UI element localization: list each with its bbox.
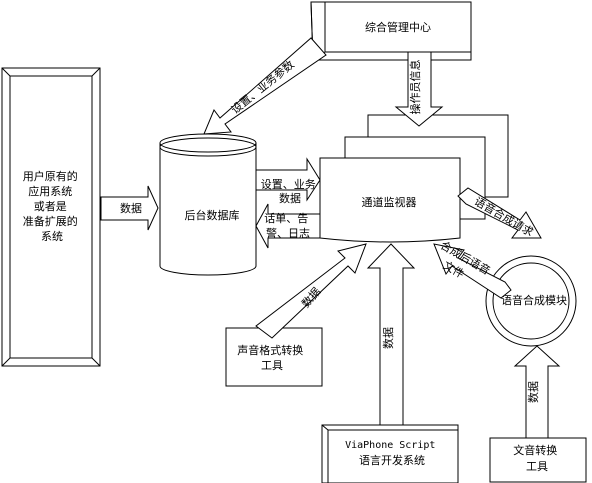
- management-center-box: 综合管理中心: [310, 1, 472, 61]
- arrow-viaphone-to-monitor: 数据: [366, 243, 416, 426]
- channel-monitor-label: 通道监视器: [362, 195, 417, 209]
- arrow-monitor-to-db-line-2: 警、日志: [266, 226, 310, 240]
- user-system-line-5: 系统: [41, 230, 63, 243]
- speech-synthesis-label: 语音合成模块: [501, 293, 567, 307]
- user-system-line-1: 用户原有的: [23, 169, 78, 183]
- arrow-user-to-db: 数据: [100, 185, 159, 231]
- user-system-label: 用户原有的 应用系统 或者是 准备扩展的 系统: [23, 169, 82, 243]
- text-speech-tool-label: 文音转换 工具: [513, 443, 561, 473]
- arrow-mgmt-to-db: 设置、业务参数: [203, 37, 327, 135]
- text-speech-tool-line-2: 工具: [526, 460, 548, 473]
- channel-monitor-stack: 通道监视器: [319, 114, 509, 243]
- speech-synthesis-ring: 语音合成模块: [485, 255, 577, 347]
- sound-format-tool-line-2: 工具: [261, 359, 283, 372]
- sound-format-tool-box: 声音格式转换 工具: [225, 327, 323, 387]
- arrow-monitor-to-db-line-1: 话单、告: [264, 212, 308, 225]
- sound-format-tool-line-1: 声音格式转换: [237, 343, 303, 357]
- user-system-line-2: 应用系统: [28, 184, 72, 198]
- backend-database-label: 后台数据库: [185, 208, 240, 222]
- arrow-mgmt-to-monitor: 操作员信息: [394, 51, 444, 127]
- sound-format-tool-label: 声音格式转换 工具: [237, 343, 307, 372]
- arrow-viaphone-to-monitor-label: 数据: [381, 327, 395, 349]
- management-center-label: 综合管理中心: [365, 20, 431, 34]
- viaphone-system-label: ViaPhone Script 语言开发系统: [345, 438, 439, 467]
- arrow-db-to-monitor: 设置、业务 数据: [255, 157, 321, 205]
- arrow-monitor-to-db: 话单、告 警、日志: [255, 203, 321, 249]
- arrow-user-to-db-label: 数据: [120, 201, 142, 215]
- arrow-sound-to-monitor: 数据: [255, 243, 367, 339]
- viaphone-line-2: 语言开发系统: [359, 453, 425, 467]
- arrow-db-to-monitor-line-1: 设置、业务: [261, 178, 316, 191]
- arrow-mgmt-to-db-label: 设置、业务参数: [228, 57, 297, 116]
- arrow-text-to-synth: 数据: [513, 345, 561, 439]
- text-speech-tool-line-1: 文音转换: [513, 443, 557, 457]
- user-system-line-4: 准备扩展的: [23, 214, 78, 228]
- arrow-monitor-to-db-label: 话单、告 警、日志: [264, 212, 312, 240]
- arrow-mgmt-to-monitor-label: 操作员信息: [408, 60, 422, 115]
- viaphone-line-1: ViaPhone Script: [345, 440, 435, 451]
- user-system-box: 用户原有的 应用系统 或者是 准备扩展的 系统: [1, 67, 101, 367]
- arrow-db-to-monitor-line-2: 数据: [279, 191, 301, 205]
- user-system-line-3: 或者是: [34, 200, 67, 213]
- text-speech-tool-box: 文音转换 工具: [489, 437, 587, 483]
- viaphone-system-box: ViaPhone Script 语言开发系统: [321, 424, 459, 483]
- backend-database-cylinder: 后台数据库: [159, 133, 257, 276]
- arrow-db-to-monitor-label: 设置、业务 数据: [261, 178, 320, 205]
- arrow-text-to-synth-label: 数据: [526, 381, 540, 403]
- arrow-synth-to-monitor: 合成后语音 文件: [433, 238, 512, 299]
